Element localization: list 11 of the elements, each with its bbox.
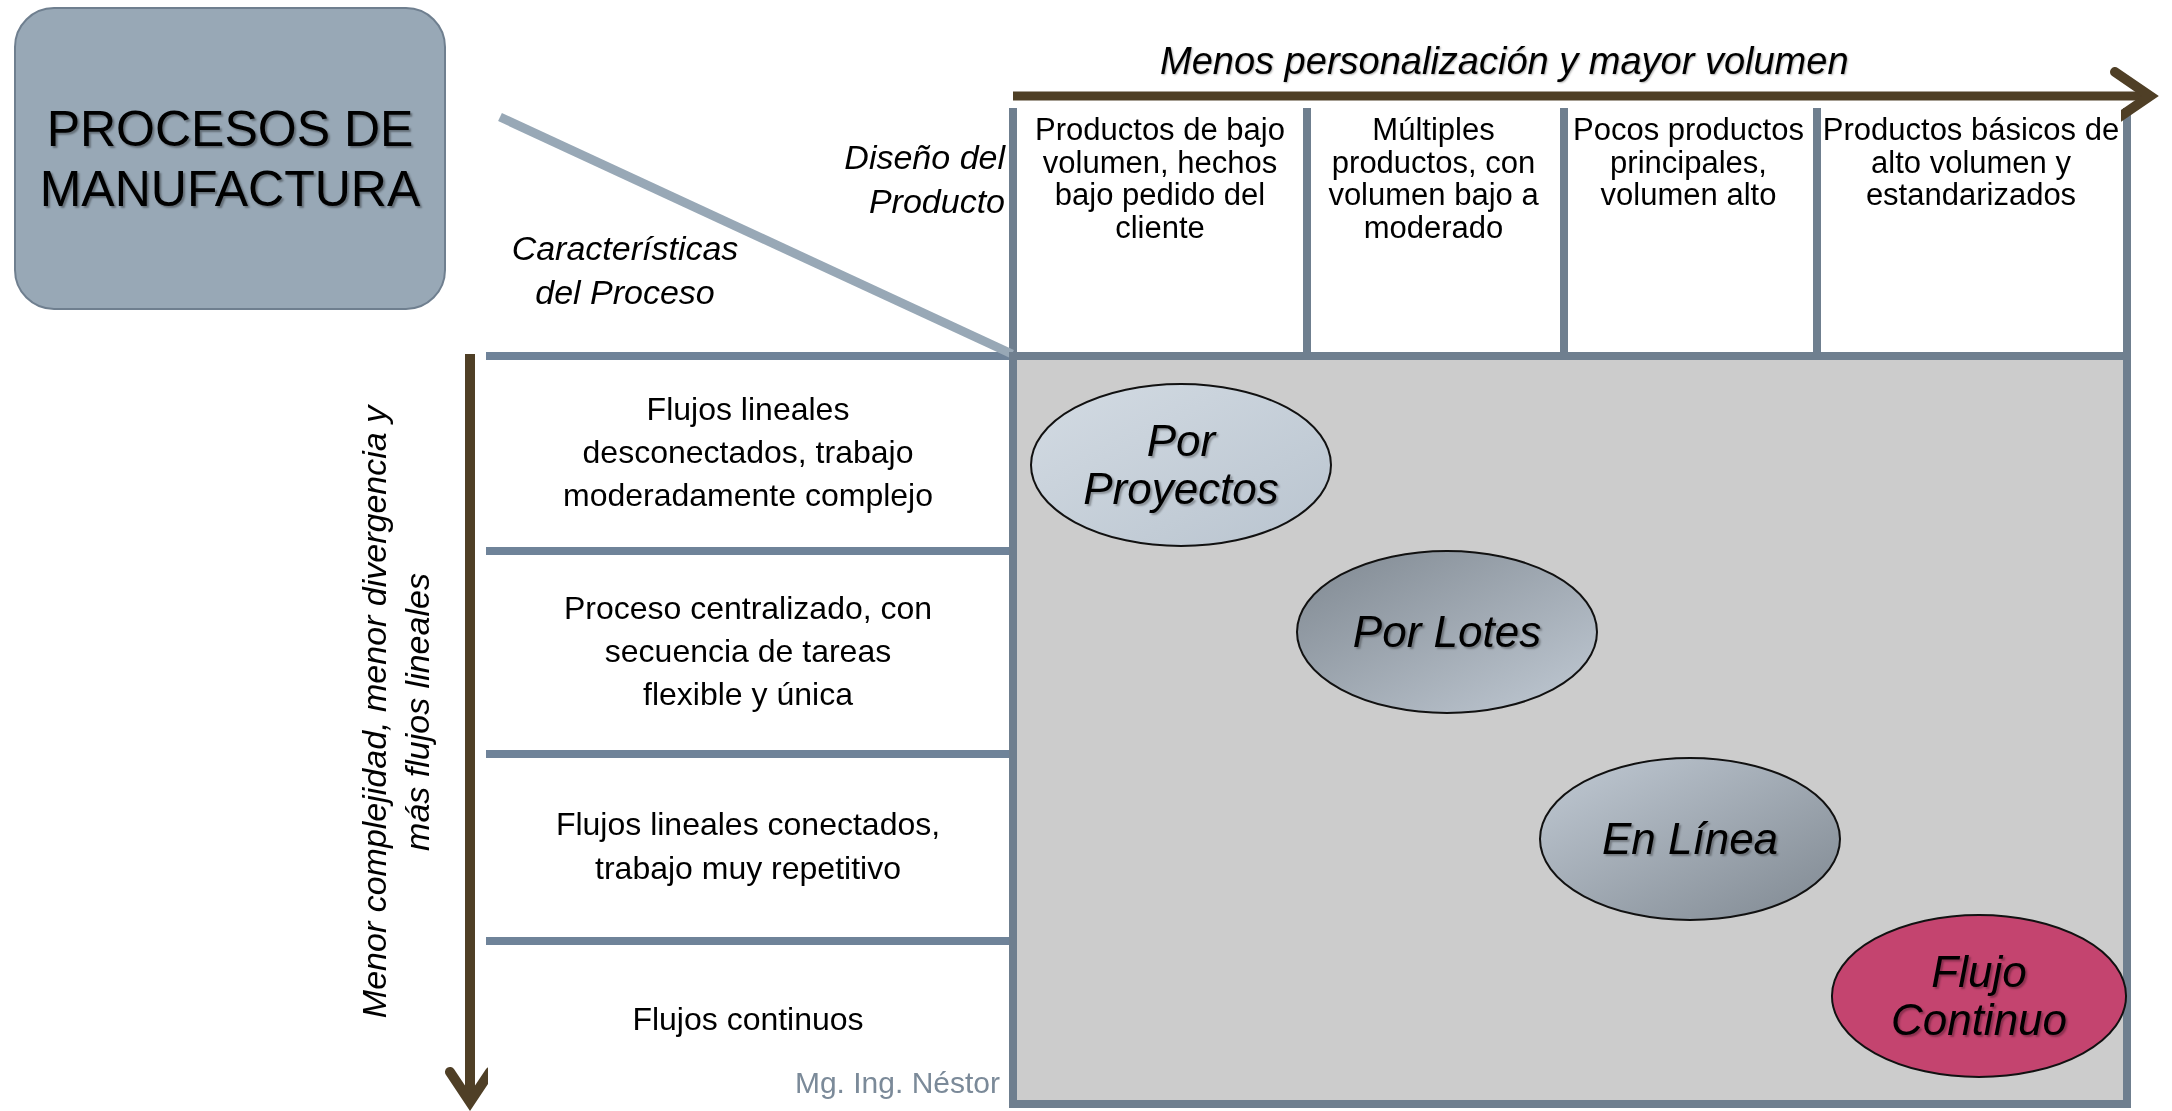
axis-label: Menor complejidad, menor divergencia y más flujos lineales xyxy=(353,403,437,1021)
title-box: PROCESOS DE MANUFACTURA xyxy=(14,7,446,310)
axis-label: Menos personalización y mayor volumen xyxy=(1160,42,1849,80)
axis-label: Diseño del Producto xyxy=(843,137,1005,223)
process-ellipse: Por Proyectos xyxy=(1029,382,1333,548)
process-ellipse: Por Lotes xyxy=(1295,549,1599,715)
process-ellipse: En Línea xyxy=(1538,756,1842,922)
axis-label: Características del Proceso xyxy=(510,228,740,314)
author-text: Mg. Ing. Néstor xyxy=(794,1068,1000,1098)
matrix-panel xyxy=(1009,352,2131,1108)
process-ellipse: Flujo Continuo xyxy=(1830,913,2128,1079)
